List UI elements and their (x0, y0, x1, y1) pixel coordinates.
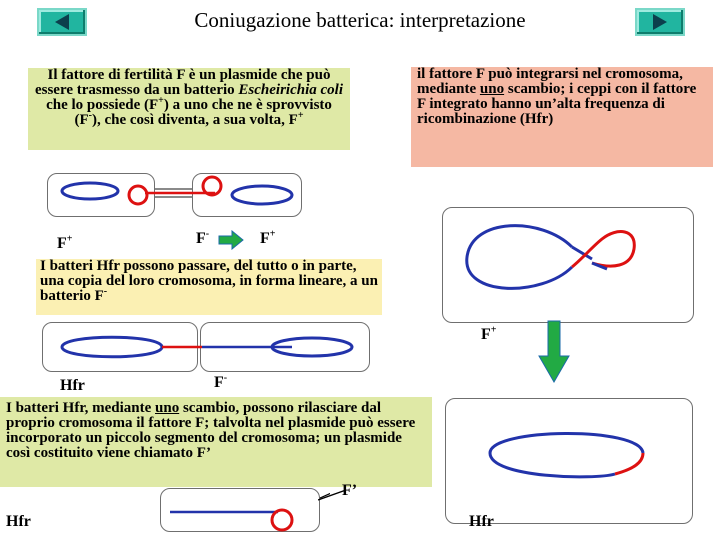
fprime-text: I batteri Hfr, mediante (6, 400, 155, 416)
arrow-right-icon (218, 230, 244, 250)
fprime-box: I batteri Hfr, mediante uno scambio, pos… (0, 397, 432, 487)
next-slide-button[interactable] (635, 8, 685, 36)
integration-diagram (442, 207, 694, 323)
label-fplus-right: F+ (481, 326, 496, 344)
hfr-transfer-sup: - (104, 286, 107, 297)
label-base: F (214, 374, 224, 391)
fertility-text-post: ), che così diventa, a sua volta, F (92, 112, 298, 128)
hfr-release-diagram (445, 398, 693, 524)
label-hfr-mid: Hfr (60, 377, 85, 395)
hfr-transfer-diagram (42, 322, 372, 372)
label-hfr-bottom-right: Hfr (469, 513, 494, 531)
hfr-transfer-box: I batteri Hfr possono passare, del tutto… (36, 259, 382, 315)
triangle-left-icon (39, 10, 85, 34)
conjugation-diagram-top (40, 168, 320, 228)
fertility-text-mid: che lo possiede (F (46, 97, 158, 113)
label-sup: + (270, 229, 276, 240)
label-base: F (196, 230, 206, 247)
label-sup: + (491, 325, 497, 336)
label-fminus: F- (196, 230, 209, 248)
label-fplus-after: F+ (260, 230, 275, 248)
species-name: Escheirichia coli (238, 82, 343, 98)
label-hfr-bottom-left: Hfr (6, 513, 31, 531)
label-base: F (57, 235, 67, 252)
fertility-sup: + (298, 110, 304, 121)
triangle-right-icon (637, 10, 683, 34)
integration-box: il fattore F può integrarsi nel cromosom… (411, 67, 713, 167)
slide-title: Coniugazione batterica: interpretazione (0, 8, 720, 33)
integration-underline: uno (480, 81, 504, 97)
fprime-underline: uno (155, 400, 179, 416)
hfr-transfer-text: I batteri Hfr possono passare, del tutto… (40, 258, 378, 304)
label-sup: - (224, 373, 227, 384)
label-sup: - (206, 229, 209, 240)
label-sup: + (67, 234, 73, 245)
label-fplus-left: F+ (57, 235, 72, 253)
prev-slide-button[interactable] (37, 8, 87, 36)
label-base: F (260, 230, 270, 247)
arrow-down-icon (538, 320, 570, 384)
label-fprime: F’ (342, 482, 357, 500)
label-base: F (481, 326, 491, 343)
fertility-factor-box: Il fattore di fertilità F è un plasmide … (28, 68, 350, 150)
label-fminus-2: F- (214, 374, 227, 392)
fprime-diagram (160, 484, 330, 540)
